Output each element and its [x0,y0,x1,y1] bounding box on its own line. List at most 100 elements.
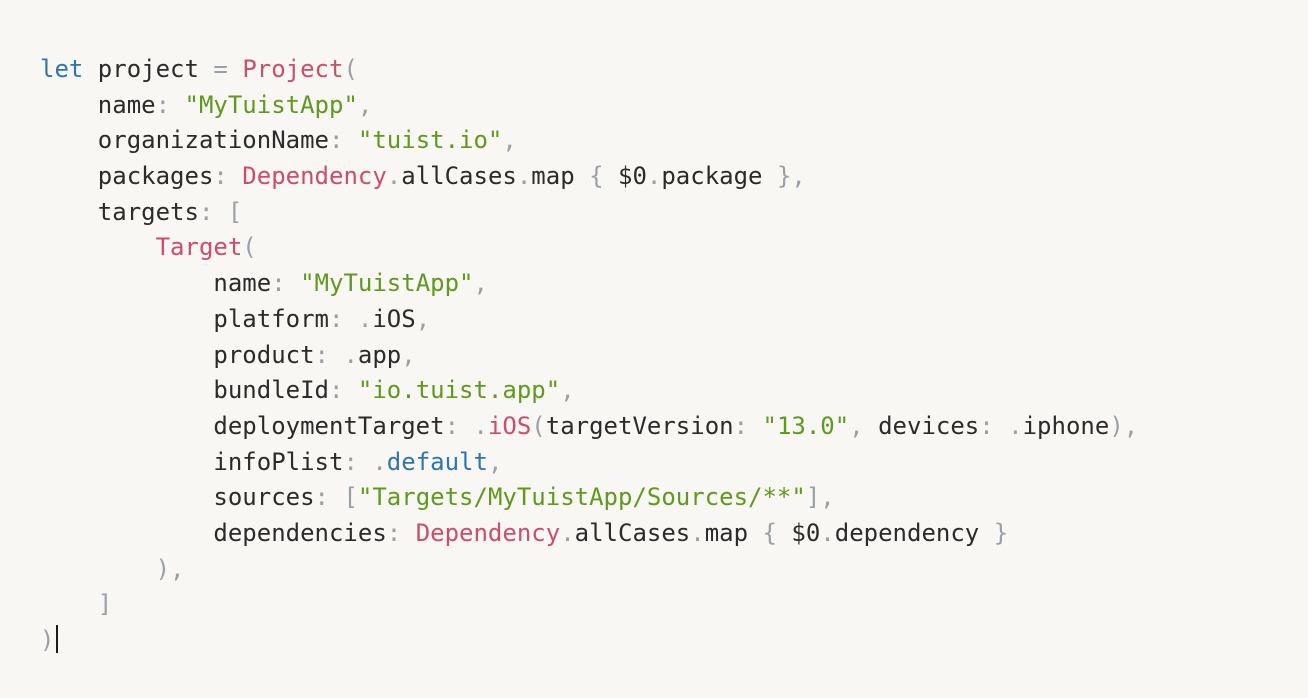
code-token-plain [343,126,357,154]
code-token-punct: ] [97,590,113,619]
code-token-plain [343,376,357,404]
code-token-plain: devices [863,411,980,440]
code-token-plain [213,198,227,226]
code-token-punct: , [1123,411,1139,440]
code-token-plain [459,412,473,440]
code-token-punct: = [213,55,228,83]
code-token-punct: { [762,518,777,547]
code-token-plain: iphone [1022,411,1110,440]
code-token-plain: name [40,269,272,298]
code-token-plain [40,233,156,261]
code-line: bundleId: "io.tuist.app", [40,373,1138,409]
code-line: packages: Dependency.allCases.map { $0.p… [40,159,1138,195]
code-token-punct: ) [1109,411,1124,440]
code-line: platform: .iOS, [40,302,1138,338]
code-token-punct: : [386,518,402,547]
code-token-punct: , [791,162,806,191]
code-token-punct: , [415,304,431,333]
code-token-plain: allCases [574,518,691,547]
code-token-type: Target [155,233,243,262]
code-token-plain: dependency [834,518,994,547]
code-token-punct: ( [343,55,358,83]
code-line: infoPlist: .default, [40,445,1138,481]
code-token-punct: , [401,340,416,369]
code-token-punct: ( [531,411,546,440]
code-token-punct: . [516,162,532,191]
code-token-plain: map [531,162,590,191]
text-caret [56,625,59,653]
code-token-plain: name [40,90,156,119]
code-token-punct: : [343,447,358,476]
code-token-punct: : [328,304,344,333]
code-line: name: "MyTuistApp", [40,266,1138,302]
code-block[interactable]: let project = Project( name: "MyTuistApp… [40,52,1138,659]
code-token-punct: ( [242,233,257,262]
code-token-punct: [ [227,197,243,226]
code-line: ) [40,623,1138,659]
code-token-punct: : [733,411,749,440]
code-token-plain: app [357,340,402,369]
code-token-punct: : [328,376,344,405]
code-line: dependencies: Dependency.allCases.map { … [40,516,1138,552]
code-token-plain: targets [40,197,199,226]
code-line: targets: [ [40,195,1138,231]
code-token-plain: product [40,340,315,369]
code-line: ] [40,587,1138,623]
code-token-plain: package [661,162,777,191]
code-token-plain [228,162,242,190]
code-token-plain: $0 [776,518,821,547]
code-token-punct: : [444,411,460,440]
code-line: product: .app, [40,338,1138,374]
code-token-string: "MyTuistApp" [300,269,474,298]
code-token-string: "tuist.io" [357,126,503,155]
code-line: sources: ["Targets/MyTuistApp/Sources/**… [40,480,1138,516]
code-token-punct: , [170,554,185,583]
code-token-plain [40,555,156,583]
code-token-punct: . [473,411,488,440]
code-token-plain: project [83,55,214,83]
code-token-plain [286,269,300,297]
code-token-plain [40,590,98,618]
code-token-punct: ) [155,554,171,583]
code-token-punct: . [386,162,402,191]
code-token-punct: { [589,162,604,191]
code-token-plain: $0 [603,162,647,191]
code-token-punct: : [979,411,994,440]
code-token-plain [329,341,343,369]
code-line: ), [40,552,1138,588]
code-line: organizationName: "tuist.io", [40,123,1138,159]
code-token-punct: : [155,90,171,119]
code-token-punct: : [271,269,286,298]
code-token-punct: . [372,447,387,476]
code-token-punct: . [1008,411,1023,440]
code-token-punct: , [849,411,864,440]
code-token-type: Project [242,55,344,83]
code-token-plain: sources [40,483,315,512]
code-token-punct: . [560,518,575,547]
code-token-string: "Targets/MyTuistApp/Sources/**" [357,483,806,512]
code-token-plain [748,412,762,440]
code-token-punct: . [357,304,373,333]
code-token-plain: organizationName [40,126,329,155]
code-token-string: "MyTuistApp" [184,90,358,119]
code-token-punct: , [357,90,373,119]
code-line: let project = Project( [40,52,1138,88]
code-token-punct: . [646,162,662,191]
code-token-plain: deploymentTarget [40,411,445,440]
code-token-punct: : [198,197,214,226]
code-token-punct: } [776,162,792,191]
code-token-keyword: let [40,55,84,83]
code-token-plain: targetVersion [545,411,734,440]
code-line: Target( [40,230,1138,266]
code-token-punct: } [993,518,1009,547]
code-token-punct: ] [805,483,821,512]
code-token-plain: map [704,518,763,547]
code-token-plain: allCases [401,162,517,191]
code-token-punct: [ [343,483,358,512]
code-token-plain: platform [40,304,329,333]
code-token-string: "13.0" [762,411,850,440]
code-token-punct: , [560,376,575,405]
code-token-plain: packages [40,162,214,191]
code-token-plain: infoPlist [40,447,344,476]
